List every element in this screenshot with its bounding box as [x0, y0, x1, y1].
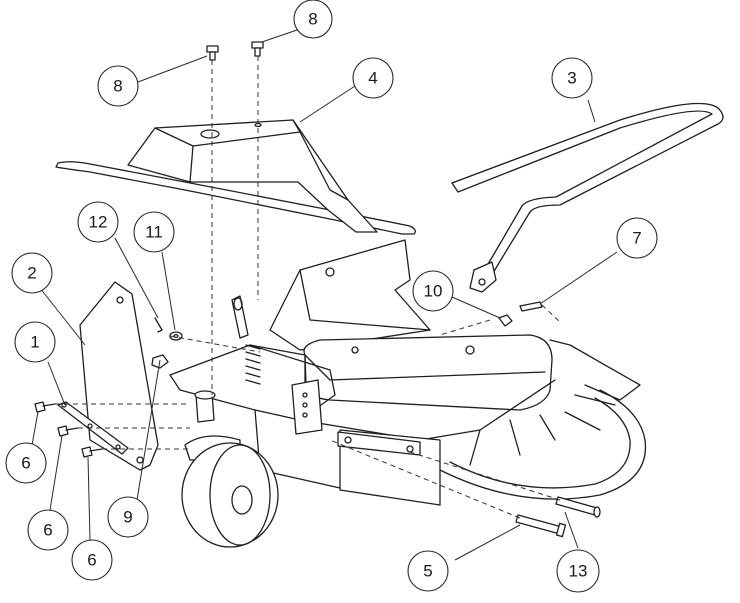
callout-3[interactable]: 3 [551, 57, 593, 99]
rear-handle [451, 102, 724, 293]
callout-label: 10 [424, 282, 443, 301]
callout-1[interactable]: 1 [14, 321, 56, 363]
callout-label: 9 [123, 508, 132, 527]
callout-label: 11 [145, 223, 163, 242]
callout-8-left[interactable]: 8 [97, 65, 139, 107]
callout-9[interactable]: 9 [107, 496, 149, 538]
callout-5[interactable]: 5 [407, 550, 449, 592]
callout-label: 13 [569, 562, 588, 581]
callout-6-middle[interactable]: 6 [27, 509, 69, 551]
callout-label: 1 [30, 333, 39, 352]
callout-label: 2 [27, 264, 36, 283]
callout-label: 4 [368, 69, 377, 88]
callout-label: 8 [308, 10, 317, 29]
callout-label: 3 [567, 69, 576, 88]
callout-6-bottom[interactable]: 6 [71, 539, 113, 581]
callout-4[interactable]: 4 [352, 57, 394, 99]
callout-label: 8 [113, 77, 122, 96]
callout-13[interactable]: 13 [556, 549, 600, 593]
caster-wheel [181, 390, 279, 548]
leader-lines [31, 29, 618, 561]
callout-label: 5 [423, 562, 432, 581]
top-handle-bracket [55, 119, 416, 235]
callout-7[interactable]: 7 [616, 217, 658, 259]
callout-11[interactable]: 11 [133, 211, 175, 253]
callout-8-right[interactable]: 8 [293, 0, 333, 39]
mower-deck [169, 239, 647, 506]
callout-label: 6 [87, 551, 96, 570]
callout-2[interactable]: 2 [11, 252, 53, 294]
callout-10[interactable]: 10 [412, 270, 454, 312]
hardware [34, 41, 601, 538]
callout-6-top[interactable]: 6 [5, 442, 47, 484]
callouts: 8 8 4 3 12 11 2 7 [5, 0, 658, 593]
callout-label: 7 [632, 229, 641, 248]
callout-12[interactable]: 12 [77, 201, 119, 243]
assembly-lines [55, 56, 561, 519]
callout-label: 12 [89, 213, 108, 232]
callout-label: 6 [43, 521, 52, 540]
side-plate [79, 281, 159, 471]
callout-label: 6 [21, 454, 30, 473]
